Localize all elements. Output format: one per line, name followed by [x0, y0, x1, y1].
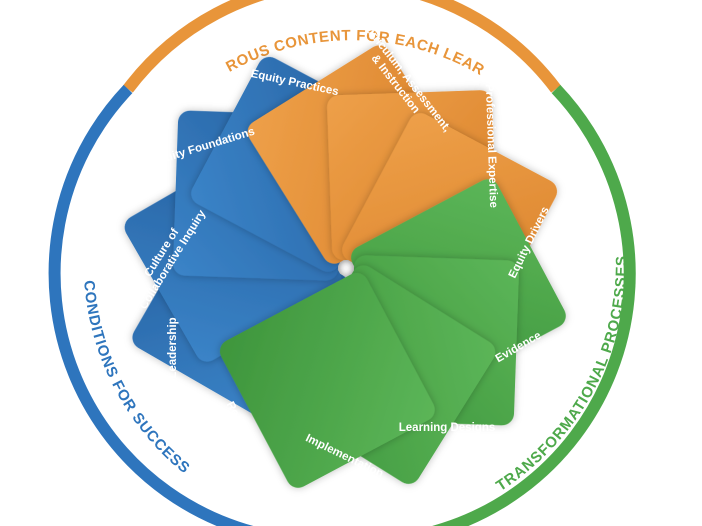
ring-arc-top	[123, 0, 561, 93]
ring-arc-right	[432, 84, 636, 526]
card-implementation-shape	[219, 273, 435, 488]
card-label-leadership: Leadership	[167, 317, 179, 378]
outer-ring	[48, 0, 636, 526]
card-implementation	[219, 273, 435, 488]
ring-label-top: RIGOROUS CONTENT FOR EACH LEARNER	[0, 0, 487, 79]
card-label-learning-designs: Learning Designs	[399, 422, 496, 434]
card-label-professional-expertise: Professional Expertise	[483, 84, 499, 208]
ring-arc-left	[48, 84, 254, 526]
